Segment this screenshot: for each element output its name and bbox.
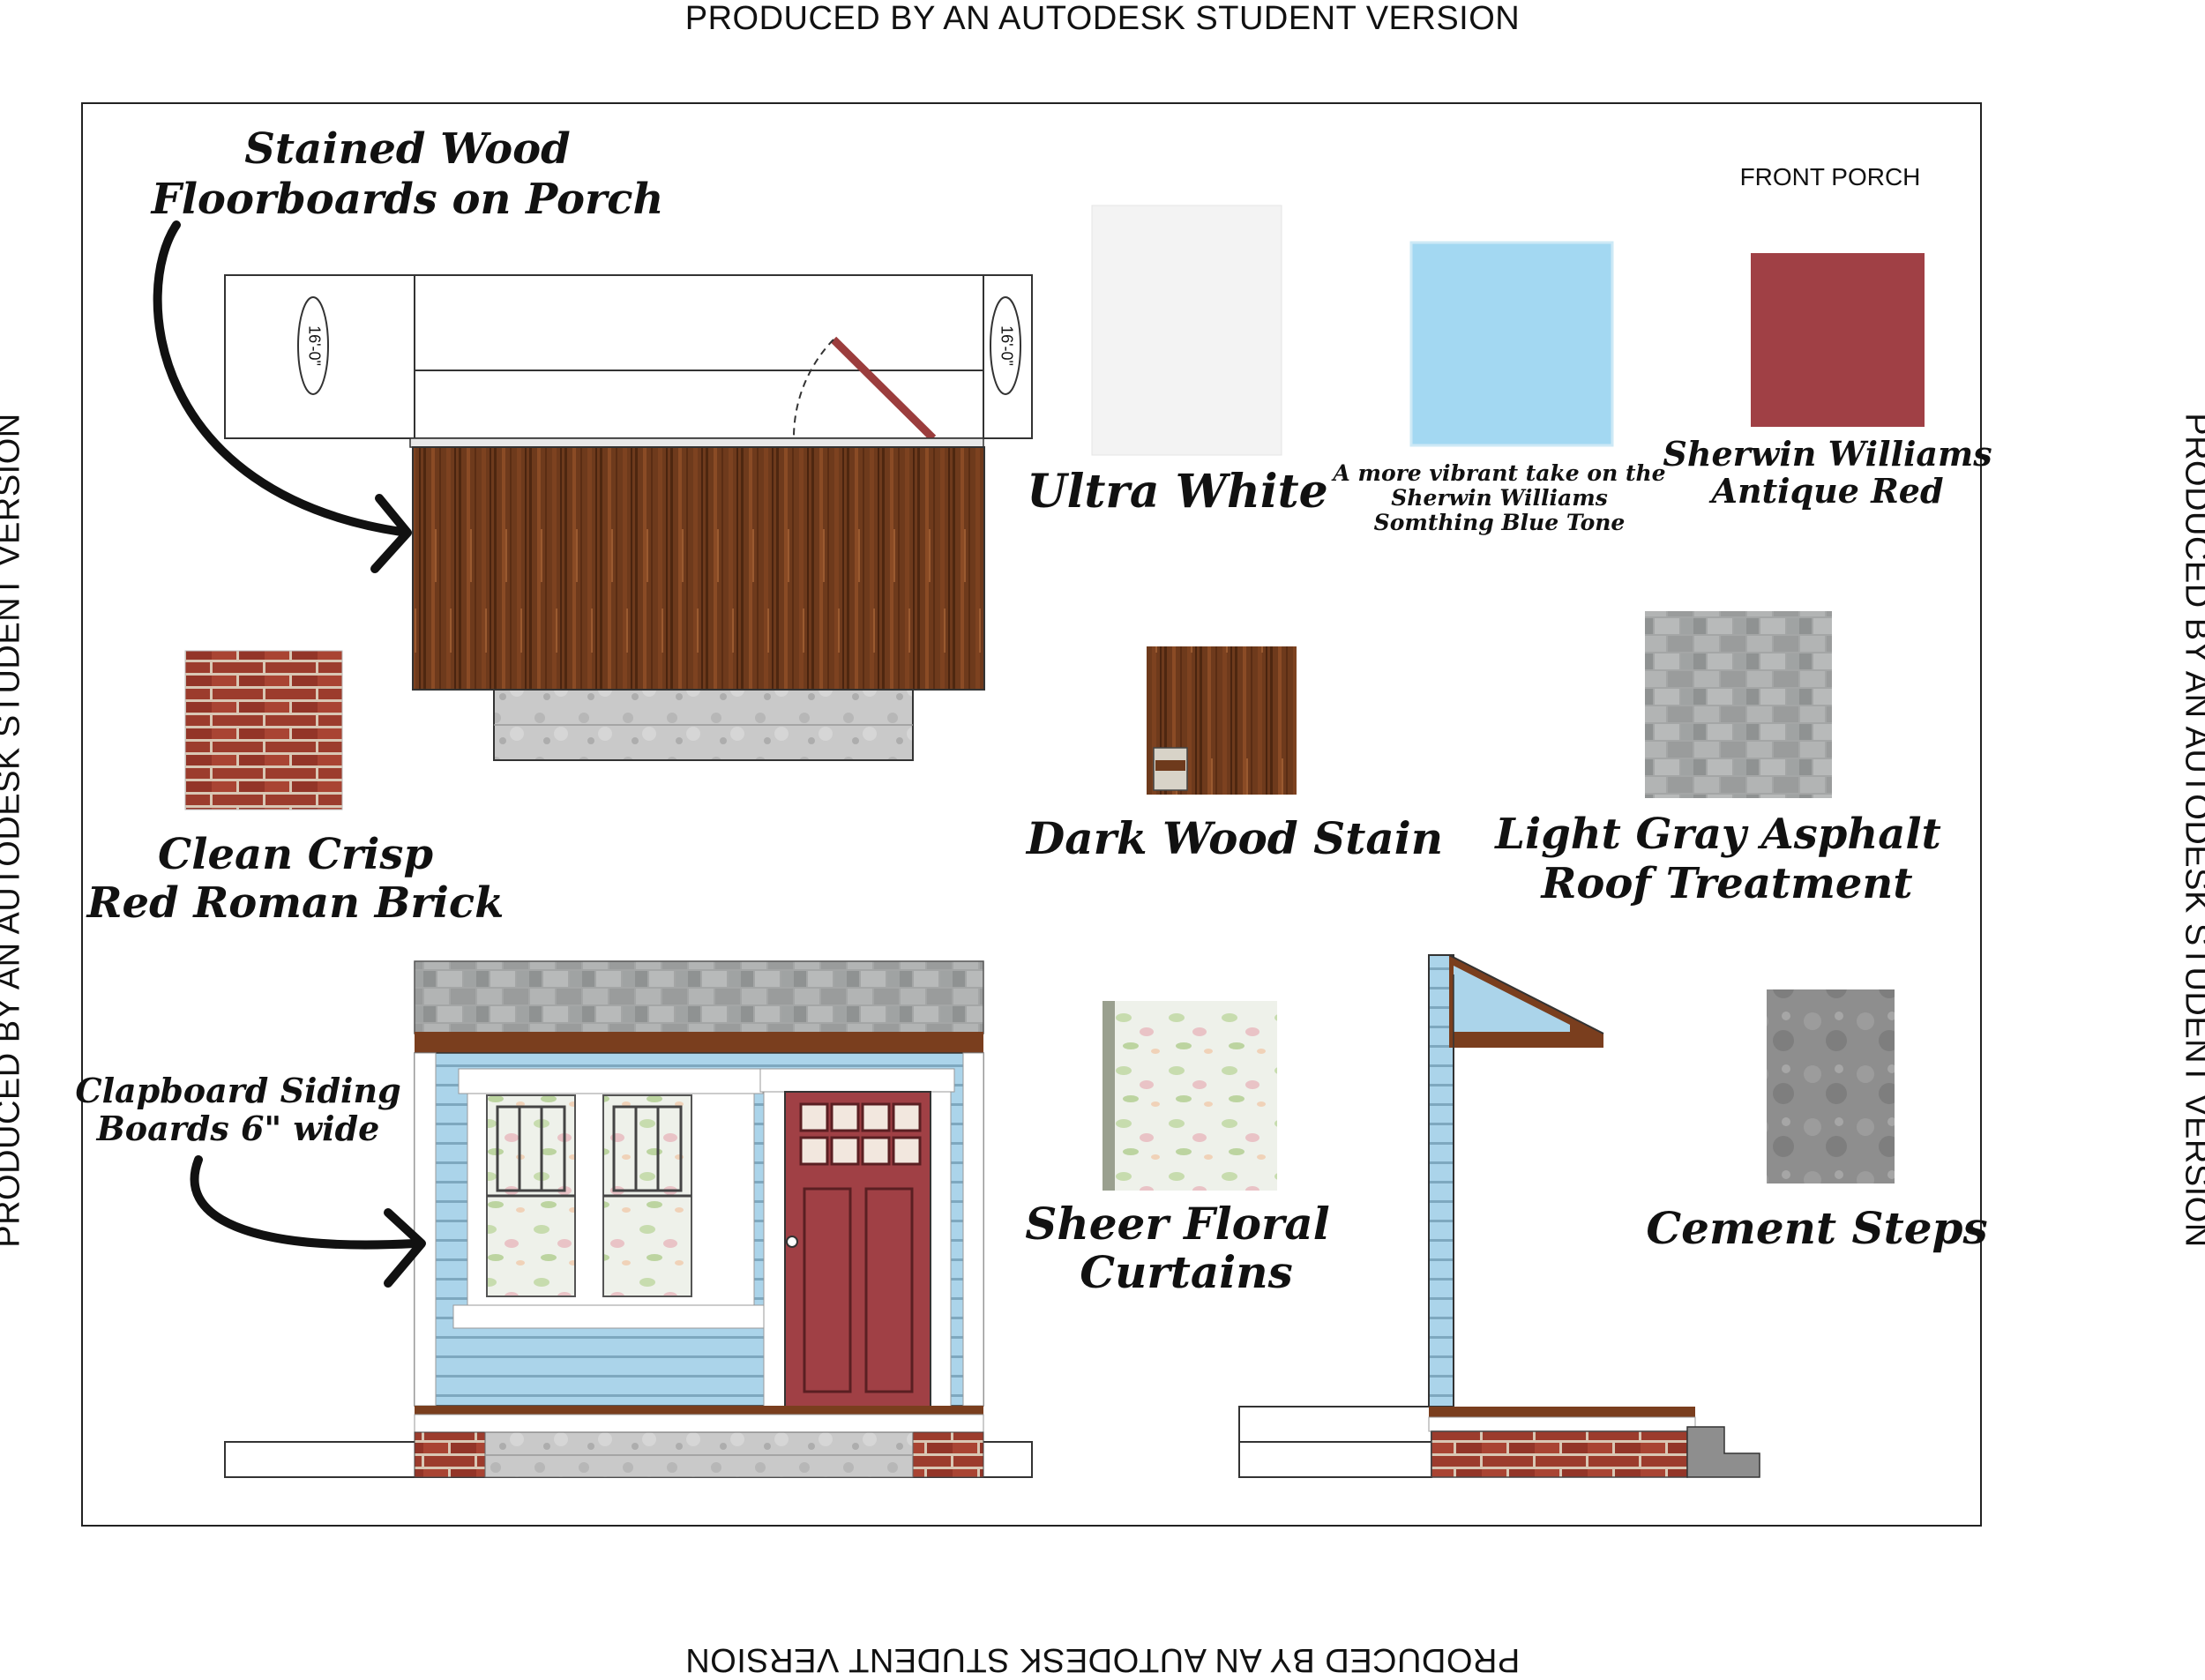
front-elevation — [224, 960, 1033, 1478]
elevation-roof — [414, 960, 984, 1034]
dimension-label-left: 16'-0" — [305, 325, 323, 366]
sheet-title: FRONT PORCH — [1740, 163, 1921, 190]
callout-siding-line1: Clapboard Siding — [75, 1071, 400, 1110]
porch-plan-view: 16'-0" 16'-0" — [224, 274, 1033, 761]
callout-floorboards-line1: Stained Wood — [244, 124, 570, 174]
swatch-ultra-white — [1091, 205, 1282, 456]
swatch-curtains — [1102, 1001, 1277, 1191]
label-blue-line1: A more vibrant take on the — [1331, 460, 1665, 486]
label-cement: Cement Steps — [1646, 1202, 1987, 1254]
sheet-border — [81, 102, 1982, 1527]
label-roof-line1: Light Gray Asphalt — [1493, 810, 1941, 859]
dimension-label-right: 16'-0" — [998, 325, 1015, 366]
label-red-line1: Sherwin Williams — [1663, 434, 1992, 474]
label-blue-line3: Somthing Blue Tone — [1374, 510, 1626, 535]
swatch-antique-red — [1751, 253, 1925, 427]
watermark-top: PRODUCED BY AN AUTODESK STUDENT VERSION — [684, 0, 1521, 37]
swatch-brick — [184, 650, 343, 810]
arrow-siding — [190, 1155, 419, 1250]
label-ultra-white: Ultra White — [1027, 465, 1327, 519]
label-brick-line2: Red Roman Brick — [86, 878, 505, 928]
callout-floorboards-line2: Floorboards on Porch — [150, 175, 664, 224]
elevation-fascia — [415, 1032, 983, 1053]
callout-siding: Clapboard Siding Boards 6" wide — [75, 1071, 426, 1288]
swatch-blue — [1409, 241, 1614, 447]
label-red-line2: Antique Red — [1708, 471, 1943, 511]
callout-floorboards: Stained Wood Floorboards on Porch — [150, 124, 664, 573]
label-curtains-line1: Sheer Floral — [1025, 1198, 1329, 1250]
side-elevation — [1238, 954, 1760, 1478]
arrow-floorboards — [153, 220, 406, 536]
swatch-roof-shingles — [1645, 611, 1832, 798]
callout-siding-line2: Boards 6" wide — [96, 1109, 380, 1148]
label-curtains-line2: Curtains — [1080, 1246, 1292, 1298]
swatch-cement — [1767, 989, 1895, 1183]
porch-floorboards — [412, 446, 985, 691]
label-roof-line2: Roof Treatment — [1539, 859, 1912, 908]
label-blue-line2: Sherwin Williams — [1391, 485, 1608, 511]
label-dark-wood-stain: Dark Wood Stain — [1025, 812, 1443, 864]
label-brick-line1: Clean Crisp — [158, 830, 433, 879]
